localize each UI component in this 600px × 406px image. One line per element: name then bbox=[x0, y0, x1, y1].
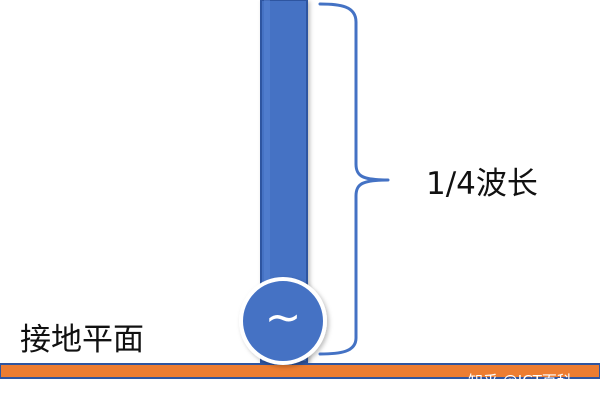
ac-source-symbol: ~ bbox=[264, 292, 302, 343]
wavelength-label: 1/4波长 bbox=[426, 166, 538, 202]
antenna-highlight bbox=[264, 0, 270, 300]
ac-source-icon bbox=[239, 277, 327, 365]
ground-plane-label: 接地平面 bbox=[20, 322, 144, 358]
ground-plane bbox=[0, 363, 600, 379]
watermark: 知乎 @ICT百科 bbox=[468, 372, 572, 390]
curly-brace-icon bbox=[318, 2, 390, 356]
